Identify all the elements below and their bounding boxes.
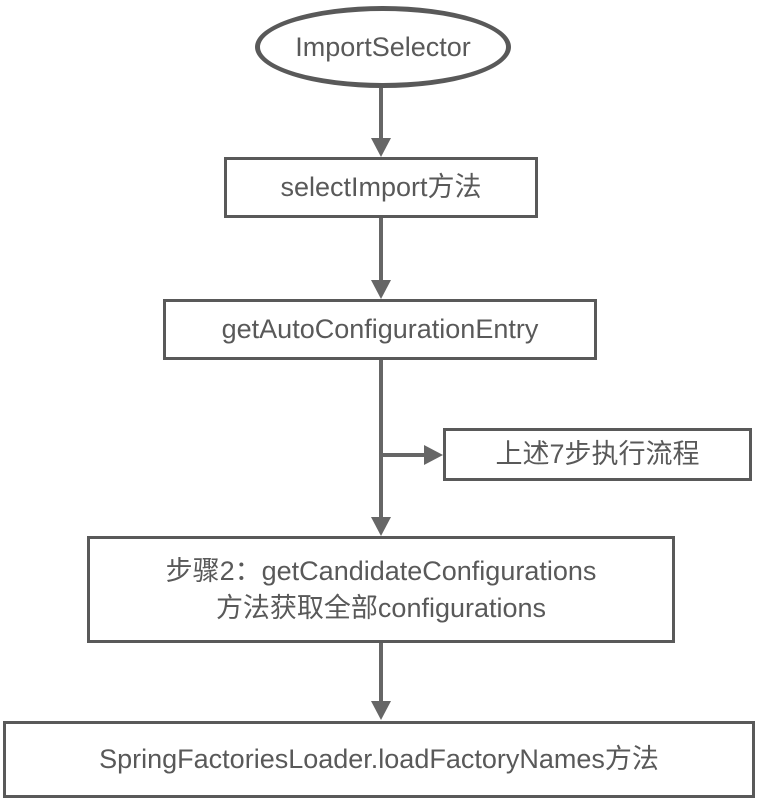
node-get-auto-configuration-entry-label: getAutoConfigurationEntry: [221, 314, 539, 345]
arrowhead-down-icon: [371, 517, 391, 536]
arrow-entry-to-candidate: [379, 360, 383, 518]
arrow-start-to-select-import: [379, 88, 383, 139]
arrowhead-down-icon: [371, 701, 391, 720]
node-select-import-label: selectImport方法: [280, 172, 482, 203]
arrowhead-down-icon: [371, 138, 391, 157]
node-get-candidate-configurations: 步骤2：getCandidateConfigurations 方法获取全部con…: [87, 536, 675, 643]
node-get-candidate-configurations-label-line2: 方法获取全部configurations: [215, 592, 547, 623]
node-spring-factories-loader: SpringFactoriesLoader.loadFactoryNames方法: [3, 721, 755, 798]
arrow-select-import-to-entry: [379, 218, 383, 280]
node-seven-steps-label: 上述7步执行流程: [495, 439, 700, 470]
node-import-selector-label: ImportSelector: [295, 31, 471, 62]
arrowhead-down-icon: [371, 280, 391, 299]
arrow-candidate-to-loader: [379, 643, 383, 702]
node-get-candidate-configurations-label-line1: 步骤2：getCandidateConfigurations: [165, 556, 597, 587]
node-get-auto-configuration-entry: getAutoConfigurationEntry: [163, 299, 597, 360]
node-import-selector: ImportSelector: [255, 6, 511, 88]
node-spring-factories-loader-label: SpringFactoriesLoader.loadFactoryNames方法: [99, 744, 659, 775]
node-seven-steps: 上述7步执行流程: [443, 428, 752, 481]
arrow-branch-to-seven-steps: [381, 453, 425, 457]
arrowhead-right-icon: [424, 445, 443, 465]
node-select-import: selectImport方法: [224, 157, 538, 218]
